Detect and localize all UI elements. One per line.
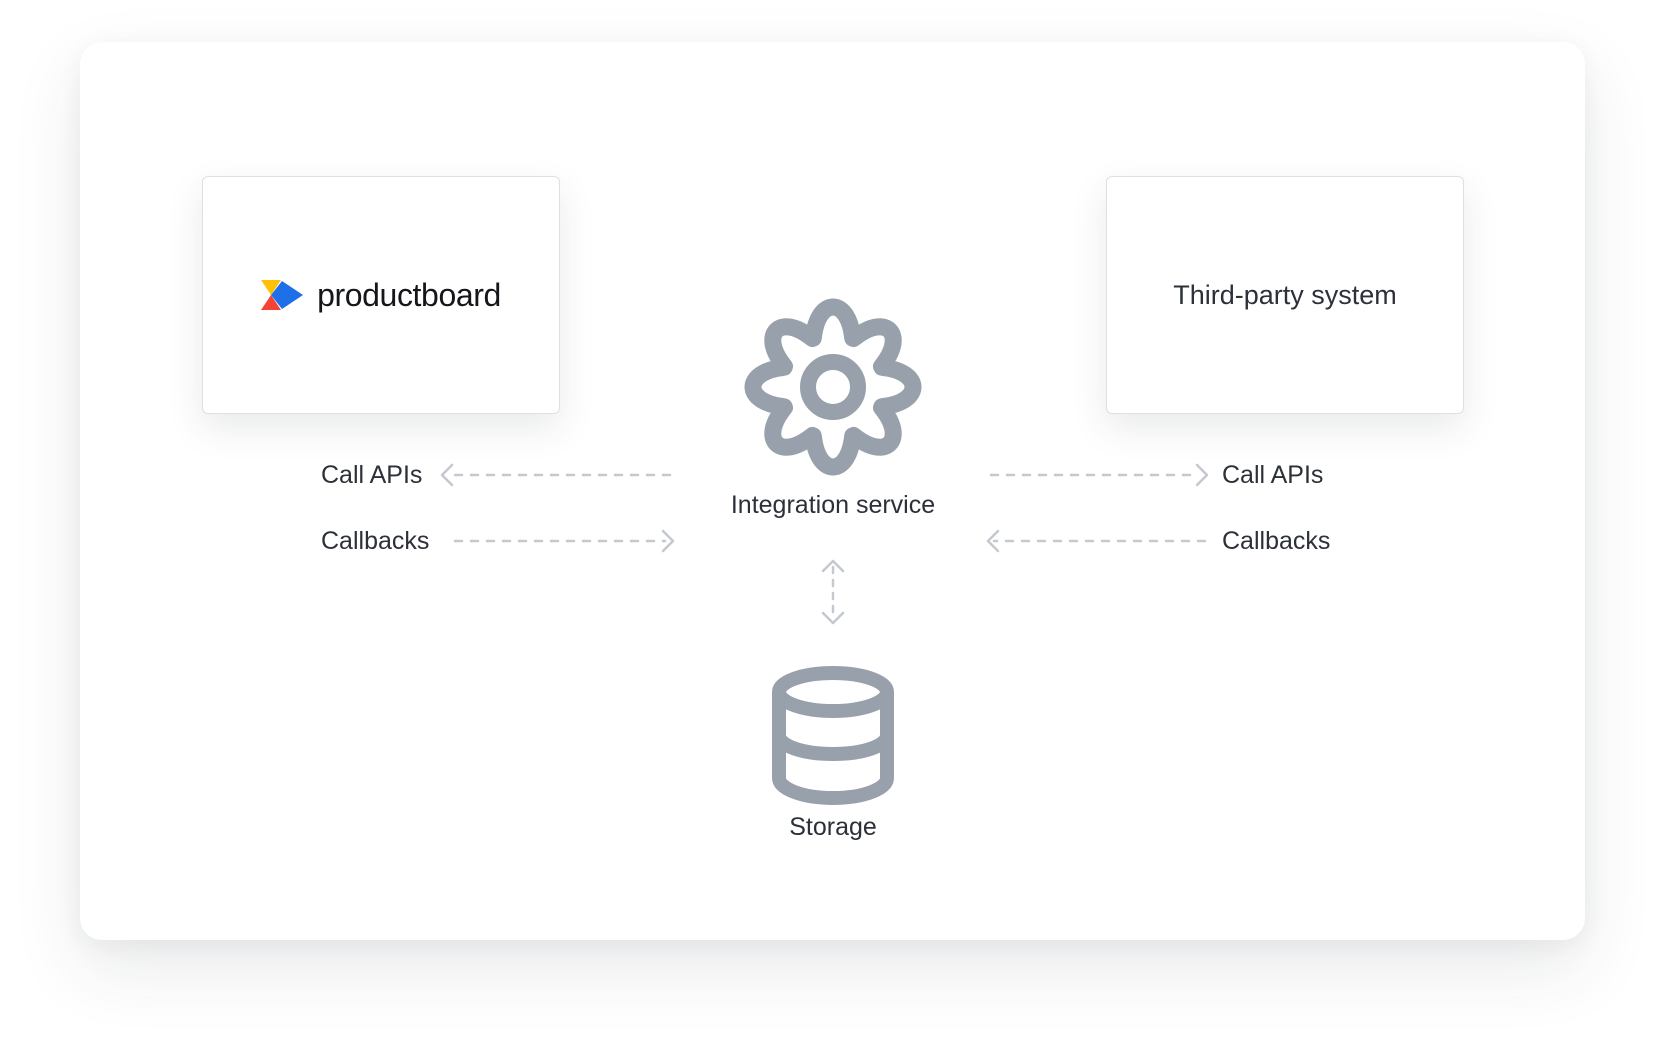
left-call-apis-arrowhead <box>440 463 454 487</box>
database-icon <box>772 666 894 805</box>
left-callbacks-label: Callbacks <box>321 527 430 555</box>
storage-link-arrowhead-up <box>821 559 845 573</box>
right-callbacks-label: Callbacks <box>1222 527 1331 555</box>
gear-icon <box>744 298 922 476</box>
storage-label: Storage <box>789 813 877 841</box>
right-callbacks-arrowhead <box>986 529 1000 553</box>
productboard-logo: productboard <box>261 277 501 314</box>
left-call-apis-label: Call APIs <box>321 461 423 489</box>
right-call-apis-arrowhead <box>1195 463 1209 487</box>
right-call-apis-label: Call APIs <box>1222 461 1324 489</box>
storage-link-arrowhead-down <box>821 611 845 625</box>
integration-service-label: Integration service <box>730 491 936 519</box>
third-party-box: Third-party system <box>1106 176 1464 414</box>
productboard-logo-icon <box>261 280 304 310</box>
productboard-box: productboard <box>202 176 560 414</box>
left-callbacks-arrowhead <box>661 529 675 553</box>
productboard-wordmark: productboard <box>317 276 501 313</box>
third-party-label: Third-party system <box>1173 279 1397 310</box>
